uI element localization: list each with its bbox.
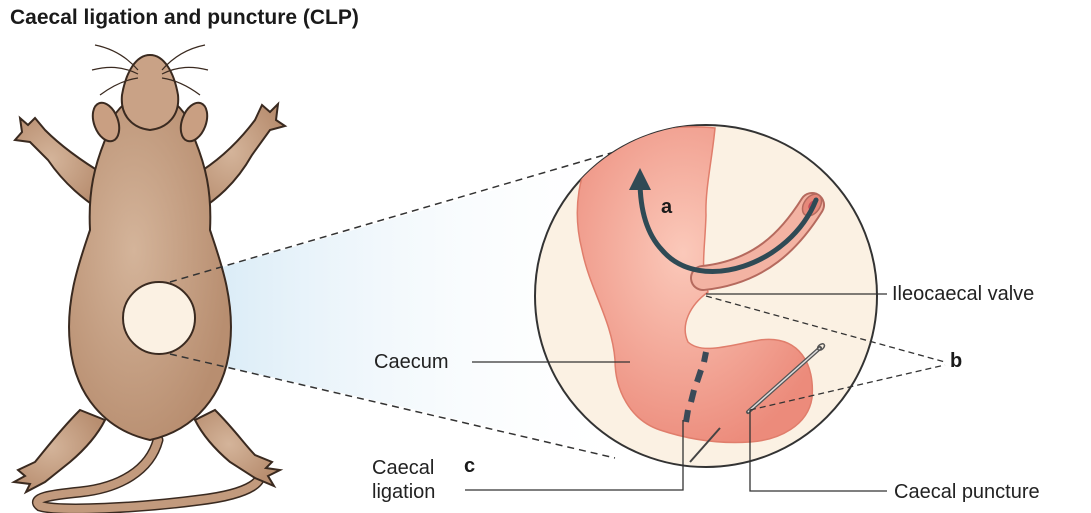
mouse-left-leg [14, 410, 105, 492]
step-letter-b: b [950, 350, 962, 373]
step-letter-c: c [464, 455, 475, 478]
mouse-torso [69, 95, 231, 440]
mouse-head [122, 55, 178, 130]
abdominal-window [123, 282, 195, 354]
label-caecum: Caecum [374, 351, 448, 373]
mouse-right-leg [195, 410, 280, 486]
label-caecal-ligation-line1: Caecal [372, 457, 434, 479]
step-letter-a: a [661, 196, 672, 219]
label-ileocaecal-valve: Ileocaecal valve [892, 283, 1034, 305]
label-caecal-ligation-line2: ligation [372, 481, 435, 503]
diagram-title: Caecal ligation and puncture (CLP) [10, 6, 359, 30]
label-caecal-puncture: Caecal puncture [894, 481, 1040, 503]
